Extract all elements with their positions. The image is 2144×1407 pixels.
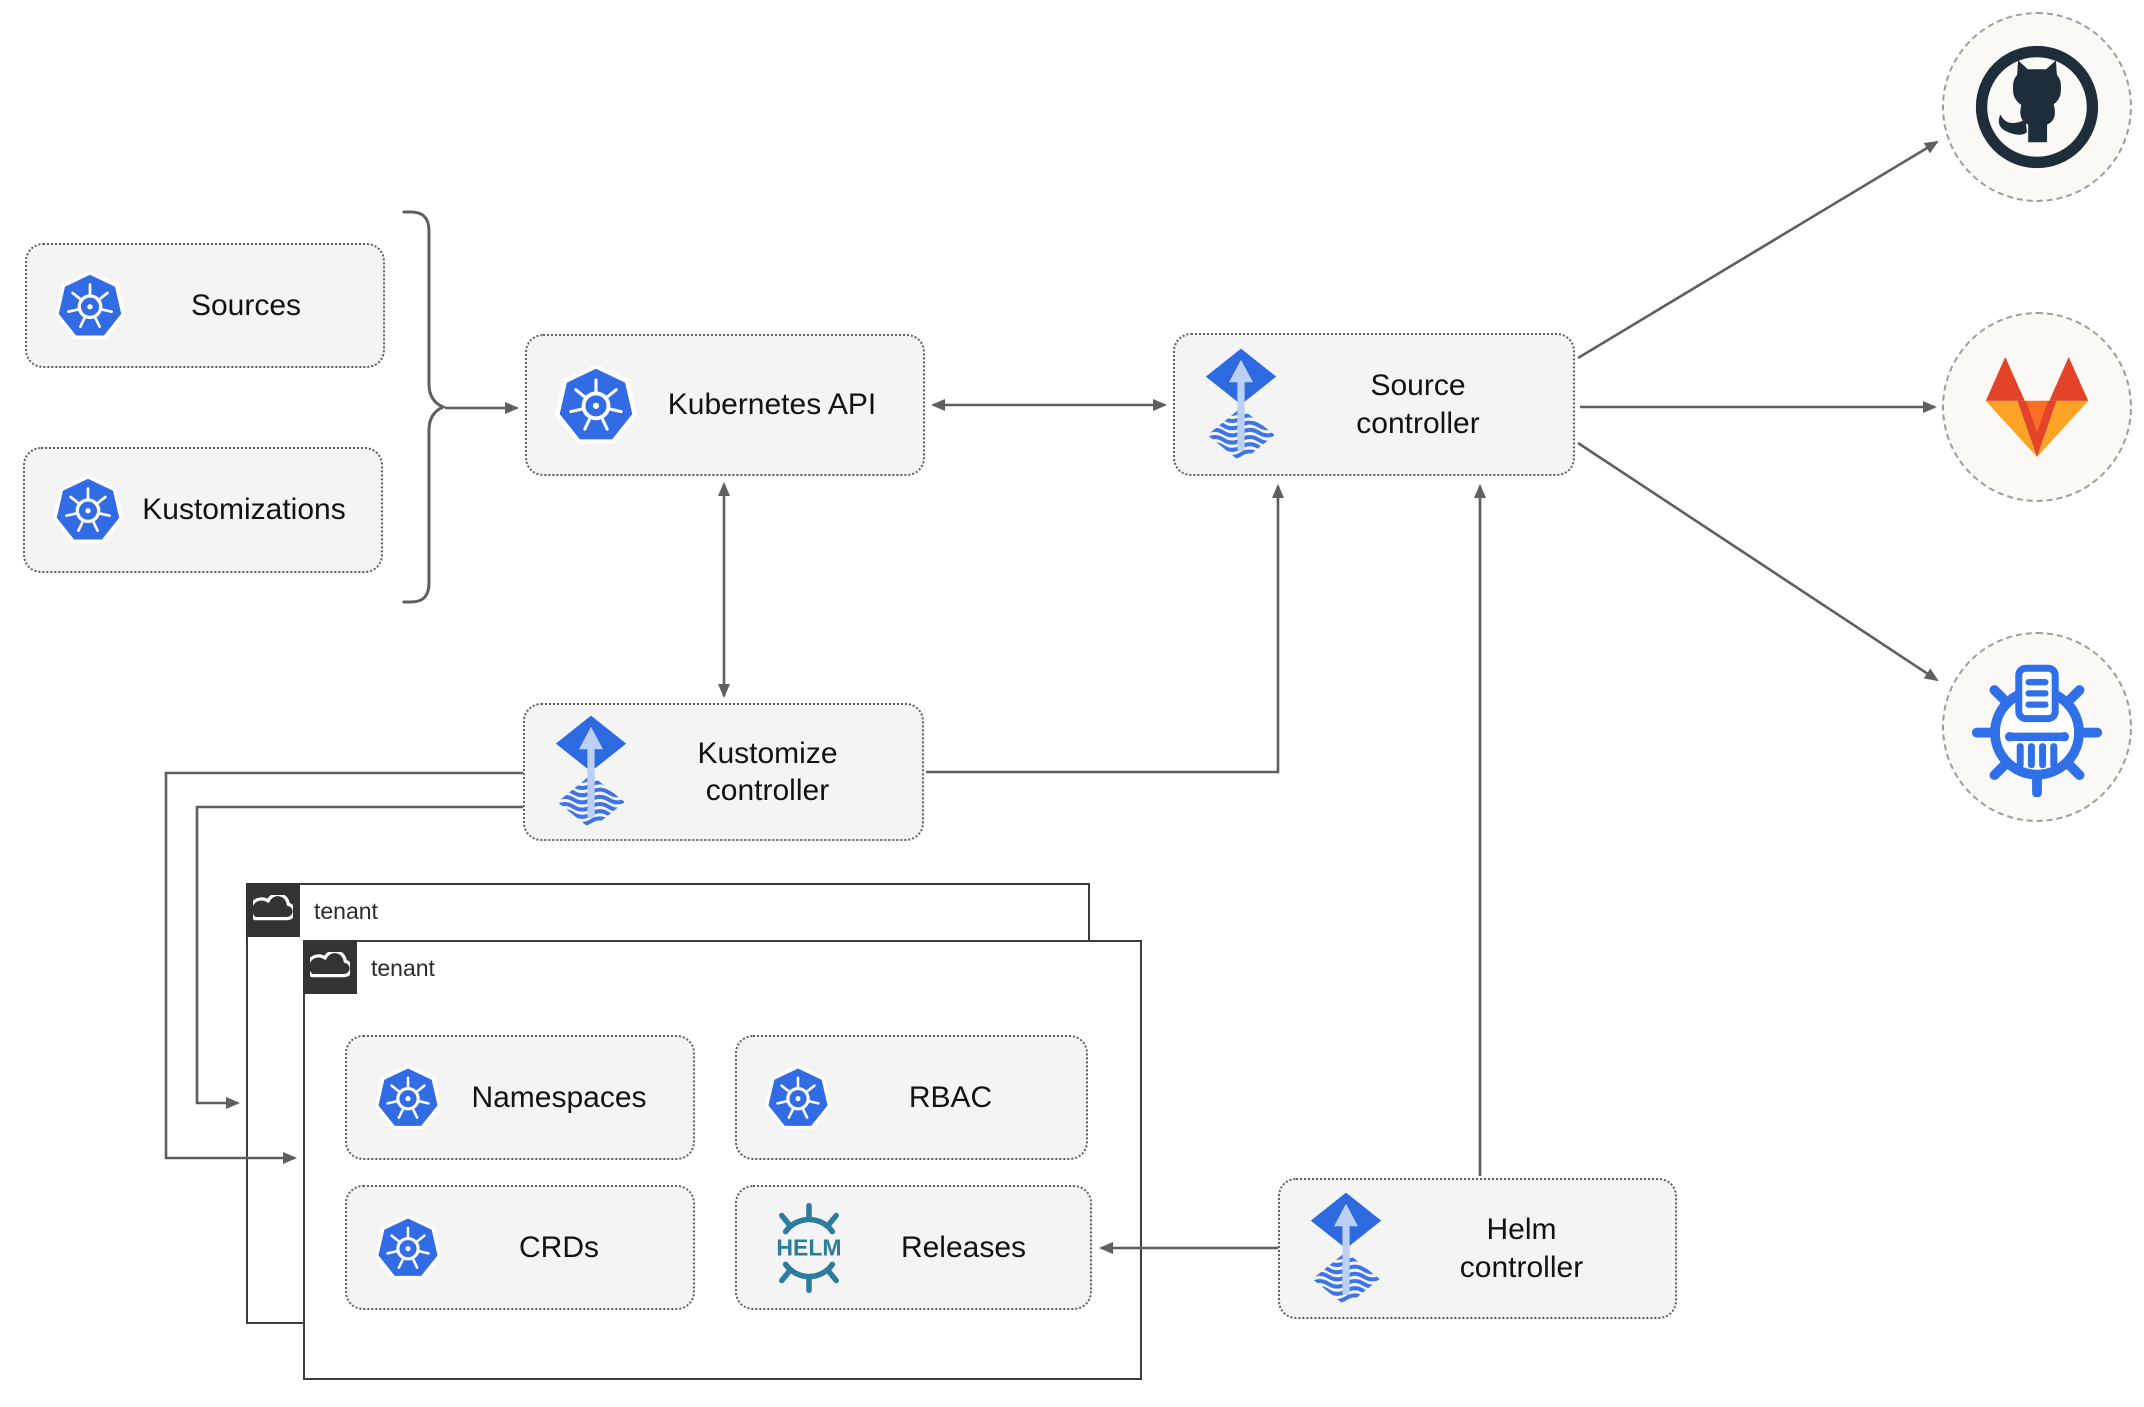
brace-sources-kustomizations <box>402 210 447 604</box>
flux-icon <box>1201 347 1281 463</box>
gitlab-icon <box>1942 312 2132 502</box>
chartmuseum-icon <box>1942 632 2132 822</box>
node-label: Kustomizations <box>142 493 346 527</box>
node-label: Releases <box>900 1230 1027 1264</box>
kubernetes-icon <box>53 269 127 343</box>
tenant-label: tenant <box>314 897 378 924</box>
node-label: Helm controller <box>1459 1213 1584 1284</box>
node-helm-controller: Helm controller <box>1278 1178 1677 1319</box>
node-kustomizations: Kustomizations <box>23 447 383 573</box>
github-icon <box>1942 12 2132 202</box>
node-source-controller: Source controller <box>1173 333 1575 476</box>
node-label: Kustomize controller <box>697 736 838 808</box>
tenant-label: tenant <box>371 954 435 981</box>
cloud-icon <box>303 940 357 994</box>
node-label: Namespaces <box>471 1080 647 1114</box>
node-kustomize-controller: Kustomize controller <box>523 703 924 841</box>
node-releases: HELM Releases <box>735 1185 1092 1310</box>
edge-source-controller-to-chartmuseum <box>1577 441 1939 682</box>
flux-icon <box>551 714 631 830</box>
node-label: Source controller <box>1356 369 1480 440</box>
helm-logo-text: HELM <box>776 1234 841 1260</box>
edge-kustomize-to-source-controller <box>926 484 1284 774</box>
tenant-box-front: tenant <box>303 940 1142 1380</box>
edge-source-controller-to-github <box>1577 140 1939 360</box>
node-crds: CRDs <box>345 1185 695 1310</box>
kubernetes-icon <box>763 1063 833 1133</box>
kubernetes-icon <box>553 362 639 448</box>
kubernetes-icon <box>373 1063 443 1133</box>
cloud-icon <box>246 883 300 937</box>
node-sources: Sources <box>25 243 385 368</box>
node-label: CRDs <box>519 1230 599 1264</box>
node-label: RBAC <box>908 1080 993 1114</box>
node-kubernetes-api: Kubernetes API <box>525 334 925 476</box>
node-label: Kubernetes API <box>667 388 877 422</box>
node-label: Sources <box>190 288 302 322</box>
kubernetes-icon <box>373 1213 443 1283</box>
node-rbac: RBAC <box>735 1035 1088 1160</box>
flux-icon <box>1306 1191 1386 1307</box>
helm-icon: HELM <box>763 1202 855 1294</box>
node-namespaces: Namespaces <box>345 1035 695 1160</box>
kubernetes-icon <box>51 473 125 547</box>
